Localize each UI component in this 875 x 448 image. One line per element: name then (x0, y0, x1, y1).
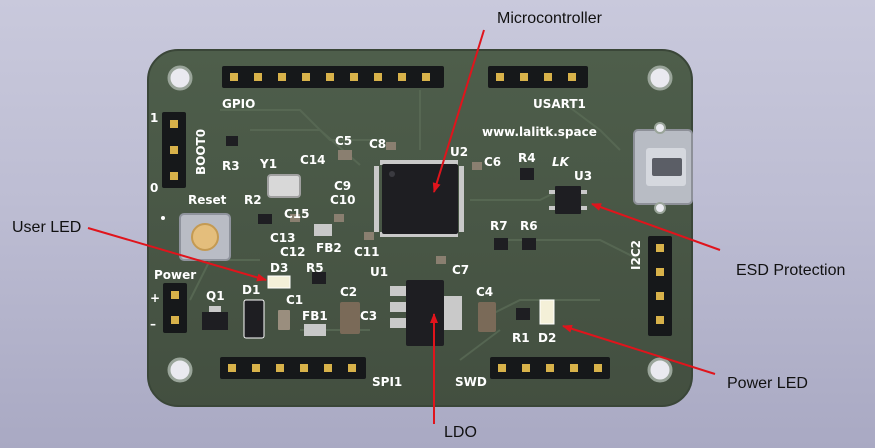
label-fb1: FB1 (302, 309, 328, 323)
reset-dot (161, 216, 165, 220)
label-r6: R6 (520, 219, 538, 233)
crystal (268, 175, 300, 197)
microcontroller-chip (374, 160, 464, 237)
callout-microcontroller: Microcontroller (497, 10, 602, 28)
board-url: www.lalitk.space (482, 125, 597, 139)
callout-power-led: Power LED (727, 375, 808, 393)
label-c9: C9 (334, 179, 351, 193)
user-led (268, 276, 290, 288)
boot-label: BOOT0 (194, 129, 208, 175)
label-c13: C13 (270, 231, 296, 245)
gpio-header (222, 66, 444, 88)
label-c2: C2 (340, 285, 357, 299)
usart-label: USART1 (533, 97, 586, 111)
label-c7: C7 (452, 263, 469, 277)
label-c10: C10 (330, 193, 356, 207)
power-mark-plus: + (150, 291, 160, 305)
label-u1: U1 (370, 265, 388, 279)
label-c12: C12 (280, 245, 306, 259)
label-r5: R5 (306, 261, 324, 275)
label-r1: R1 (512, 331, 530, 345)
label-y1: Y1 (259, 157, 277, 171)
callout-esd: ESD Protection (736, 262, 845, 280)
label-q1: Q1 (206, 289, 225, 303)
label-d3: D3 (270, 261, 288, 275)
board-logo: LK (552, 155, 571, 169)
capacitor-c4 (478, 302, 496, 332)
callout-user-led: User LED (12, 219, 81, 237)
power-header (163, 283, 187, 333)
reset-label: Reset (188, 193, 227, 207)
gpio-label: GPIO (222, 97, 255, 111)
label-u2: U2 (450, 145, 468, 159)
label-fb2: FB2 (316, 241, 342, 255)
power-led (540, 300, 554, 324)
power-label: Power (154, 268, 196, 282)
boot-header (162, 112, 186, 188)
diode-d1 (244, 300, 264, 338)
label-c3: C3 (360, 309, 377, 323)
capacitor-c1 (278, 310, 290, 330)
label-c1: C1 (286, 293, 303, 307)
label-u3: U3 (574, 169, 592, 183)
label-c11: C11 (354, 245, 380, 259)
spi-header (220, 357, 366, 379)
label-c5: C5 (335, 134, 352, 148)
label-c14: C14 (300, 153, 326, 167)
label-r7: R7 (490, 219, 508, 233)
boot-mark-zero: 0 (150, 181, 158, 195)
boot-mark-one: 1 (150, 111, 158, 125)
usb-connector (634, 123, 692, 213)
callout-ldo: LDO (444, 424, 477, 442)
label-c4: C4 (476, 285, 493, 299)
label-r3: R3 (222, 159, 240, 173)
i2c-label: I2C2 (629, 240, 643, 270)
label-d2: D2 (538, 331, 556, 345)
label-c15: C15 (284, 207, 310, 221)
label-d1: D1 (242, 283, 260, 297)
reset-button (180, 214, 230, 260)
label-r2: R2 (244, 193, 262, 207)
spi-label: SPI1 (372, 375, 402, 389)
label-r4: R4 (518, 151, 536, 165)
capacitor-c2 (340, 302, 360, 334)
usart-header (488, 66, 588, 88)
label-c6: C6 (484, 155, 501, 169)
swd-label: SWD (455, 375, 487, 389)
swd-header (490, 357, 610, 379)
i2c-header (648, 236, 672, 336)
power-mark-minus: – (150, 317, 156, 331)
label-c8: C8 (369, 137, 386, 151)
